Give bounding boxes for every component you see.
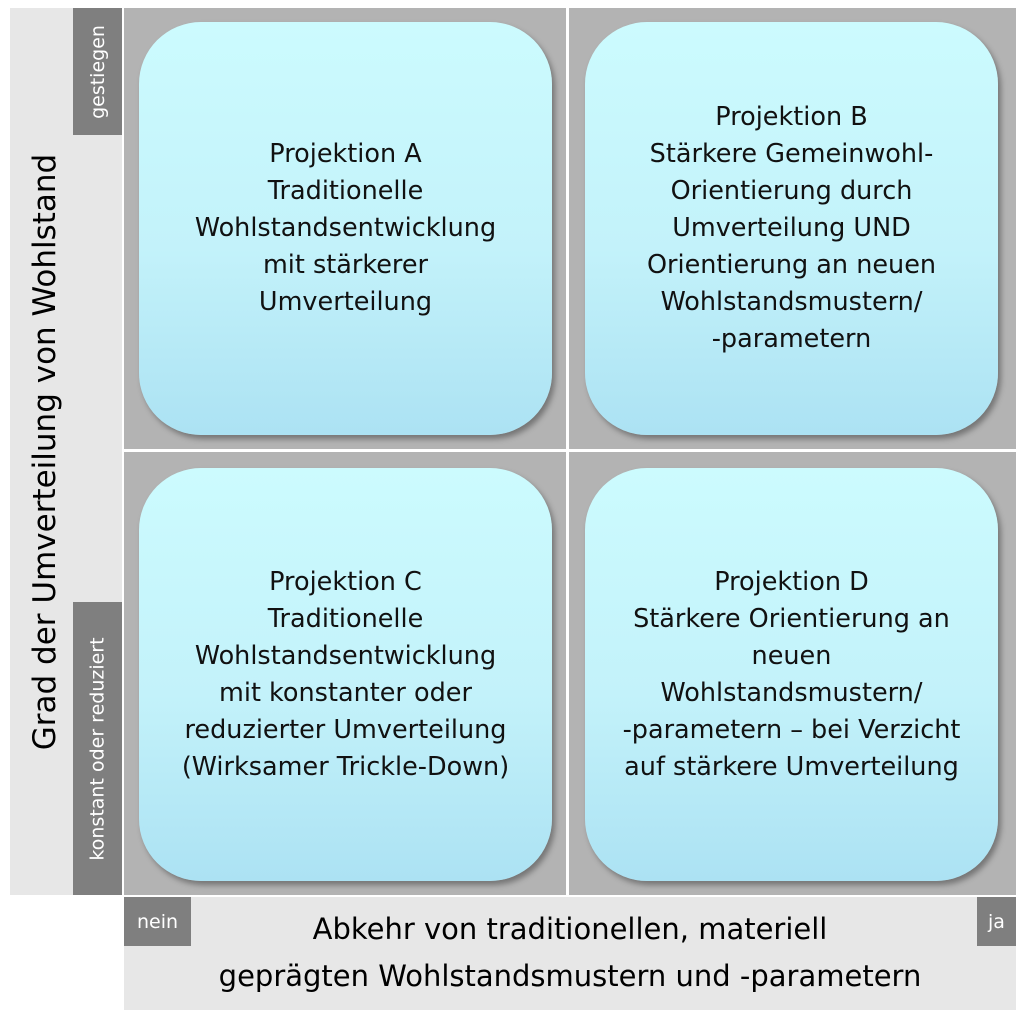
quadrant-d-text: Projektion D Stärkere Orientierung an ne… [622,566,961,782]
y-axis-high-label: gestiegen [73,8,122,135]
quadrant-b-text: Projektion B Stärkere Gemeinwohl- Orient… [646,102,937,354]
horizontal-divider [124,449,1016,452]
quadrant-b-card: Projektion B Stärkere Gemeinwohl- Orient… [585,22,998,435]
quadrant-d-card: Projektion D Stärkere Orientierung an ne… [585,468,998,881]
x-axis-high-label: ja [977,897,1016,946]
y-axis-title: Grad der Umverteilung von Wohlstand [10,8,80,895]
y-axis-title-text: Grad der Umverteilung von Wohlstand [27,153,64,750]
y-axis-low-label: konstant oder reduziert [73,602,122,895]
x-axis-band [124,897,1016,1010]
x-axis-low-label: nein [124,897,191,946]
x-axis-title: Abkehr von traditionellen, materiell gep… [218,912,922,993]
quadrant-c-card: Projektion C Traditionelle Wohlstandsent… [139,468,552,881]
quadrant-a-text: Projektion A Traditionelle Wohlstandsent… [194,139,497,317]
quadrant-c-text: Projektion C Traditionelle Wohlstandsent… [181,566,510,782]
quadrant-a-card: Projektion A Traditionelle Wohlstandsent… [139,22,552,435]
